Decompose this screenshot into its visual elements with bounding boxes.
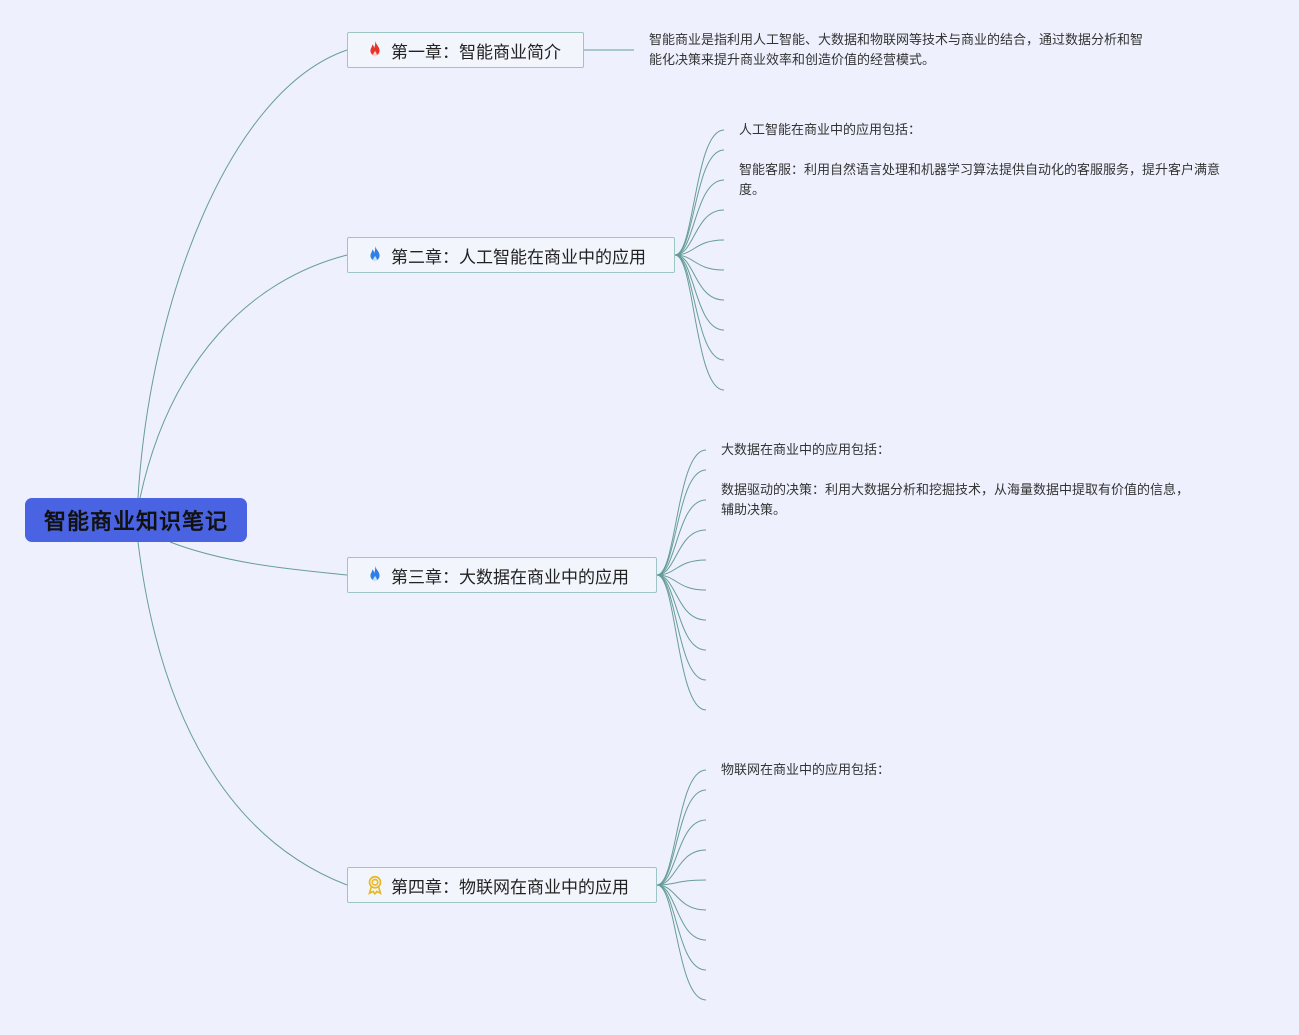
chapter-4-leaf-6 [656,884,707,911]
chapter-2-leaf-9 [674,254,725,361]
chapter-4-label: 第四章：物联网在商业中的应用 [391,877,629,898]
chapter-4-leaf-4 [656,849,707,886]
root-branch-4 [137,541,348,886]
award-ribbon-icon [364,874,386,896]
chapter-1-label: 第一章：智能商业简介 [391,42,561,63]
chapter-4-leaf-5 [656,879,707,886]
root-branch-3 [169,541,348,576]
chapter-2-leaf-7 [674,254,725,301]
chapter-4-leaf-1 [656,769,707,886]
chapter-2-leaf-8 [674,254,725,331]
chapter-2-note-2: 智能客服：利用自然语言处理和机器学习算法提供自动化的客服服务，提升客户满意度。 [739,163,1221,198]
flame-blue-icon [364,244,386,266]
chapter-4-leaf-7 [656,884,707,941]
chapter-4-leaf-2 [656,789,707,886]
chapter-2-note-1: 人工智能在商业中的应用包括： [739,123,922,138]
chapter-3-leaf-4 [656,529,707,576]
chapter-3-leaf-10 [656,574,707,711]
chapter-2-leaf-5 [674,239,725,256]
chapter-2-label: 第二章：人工智能在商业中的应用 [391,247,646,268]
chapter-1-topic[interactable]: 第一章：智能商业简介 [347,32,584,68]
chapter-3-leaf-8 [656,574,707,651]
flame-red-icon [364,39,386,61]
chapter-2-leaf-3 [674,179,725,256]
chapter-3-leaf-5 [656,559,707,576]
chapter-4-topic[interactable]: 第四章：物联网在商业中的应用 [347,867,657,903]
chapter-3-leaf-7 [656,574,707,621]
chapter-3-note-1: 大数据在商业中的应用包括： [721,443,891,458]
chapter-3-label: 第三章：大数据在商业中的应用 [391,567,629,588]
chapter-4-note-1: 物联网在商业中的应用包括： [721,763,891,778]
chapter-2-topic[interactable]: 第二章：人工智能在商业中的应用 [347,237,675,273]
chapter-2-leaf-10 [674,254,725,391]
chapter-3-leaf-9 [656,574,707,681]
root-branch-2 [139,254,348,499]
root-topic[interactable]: 智能商业知识笔记 [25,498,247,542]
chapter-2-leaf-1 [674,129,725,256]
chapter-3-note-2: 数据驱动的决策：利用大数据分析和挖掘技术，从海量数据中提取有价值的信息，辅助决策… [721,483,1190,518]
root-branch-1 [137,49,348,499]
chapter-3-leaf-3 [656,499,707,576]
flame-blue-icon [364,564,386,586]
chapter-3-leaf-2 [656,469,707,576]
chapter-3-topic[interactable]: 第三章：大数据在商业中的应用 [347,557,657,593]
chapter-2-leaf-4 [674,209,725,256]
root-title: 智能商业知识笔记 [43,510,228,535]
chapter-4-leaf-3 [656,819,707,886]
chapter-2-leaf-2 [674,149,725,256]
chapter-4-leaf-9 [656,884,707,1001]
chapter-1-note-1: 智能商业是指利用人工智能、大数据和物联网等技术与商业的结合，通过数据分析和智能化… [649,33,1144,68]
chapter-3-leaf-1 [656,449,707,576]
